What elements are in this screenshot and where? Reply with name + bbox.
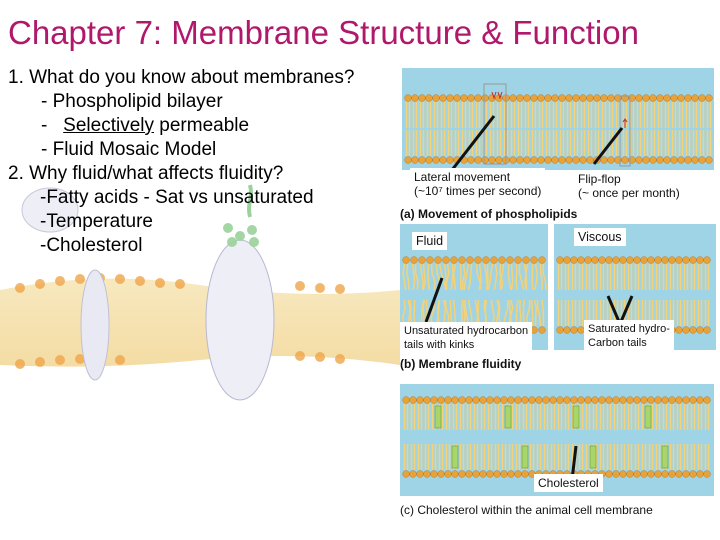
outline-item: - Fluid Mosaic Model — [41, 138, 216, 162]
panel-cholesterol: Cholesterol (c) Cholesterol within the a… — [398, 384, 718, 524]
caption-c: (c) Cholesterol within the animal cell m… — [400, 503, 653, 517]
saturated-line1: Saturated hydro- — [588, 322, 670, 336]
outline-item-rest: permeable — [154, 115, 249, 136]
caption-b: (b) Membrane fluidity — [400, 357, 521, 371]
viscous-label: Viscous — [574, 228, 626, 246]
cholesterol-label: Cholesterol — [534, 474, 603, 492]
fluid-label: Fluid — [412, 232, 447, 250]
lateral-movement-label: Lateral movement (~10⁷ times per second) — [410, 168, 545, 200]
panel-movement: Lateral movement (~10⁷ times per second)… — [398, 68, 718, 226]
slide-title: Chapter 7: Membrane Structure & Function — [8, 14, 639, 52]
outline-dash: - — [41, 115, 47, 136]
lateral-movement-line2: (~10⁷ times per second) — [414, 184, 541, 198]
caption-a: (a) Movement of phospholipids — [400, 207, 577, 221]
outline-item: 1. What do you know about membranes? — [8, 66, 354, 90]
saturated-line2: Carbon tails — [588, 336, 670, 350]
outline-item: -Fatty acids - Sat vs unsaturated — [40, 186, 314, 210]
flipflop-label: Flip-flop (~ once per month) — [574, 170, 684, 202]
panel-fluidity: Fluid Viscous Unsaturated hydrocarbon ta… — [398, 224, 718, 374]
lateral-movement-line1: Lateral movement — [414, 170, 541, 184]
outline-item: -Cholesterol — [40, 234, 142, 258]
flipflop-line2: (~ once per month) — [578, 186, 680, 200]
outline-item: -Temperature — [40, 210, 153, 234]
unsaturated-label: Unsaturated hydrocarbon tails with kinks — [400, 322, 532, 354]
outline-underlined-word: Selectively — [63, 115, 154, 136]
outline-item: - Phospholipid bilayer — [41, 90, 223, 114]
unsaturated-line2: tails with kinks — [404, 338, 528, 352]
saturated-label: Saturated hydro- Carbon tails — [584, 320, 674, 352]
flipflop-line1: Flip-flop — [578, 172, 680, 186]
outline-item: 2. Why fluid/what affects fluidity? — [8, 162, 283, 186]
outline-item: - Selectively permeable — [41, 114, 249, 138]
unsaturated-line1: Unsaturated hydrocarbon — [404, 324, 528, 338]
